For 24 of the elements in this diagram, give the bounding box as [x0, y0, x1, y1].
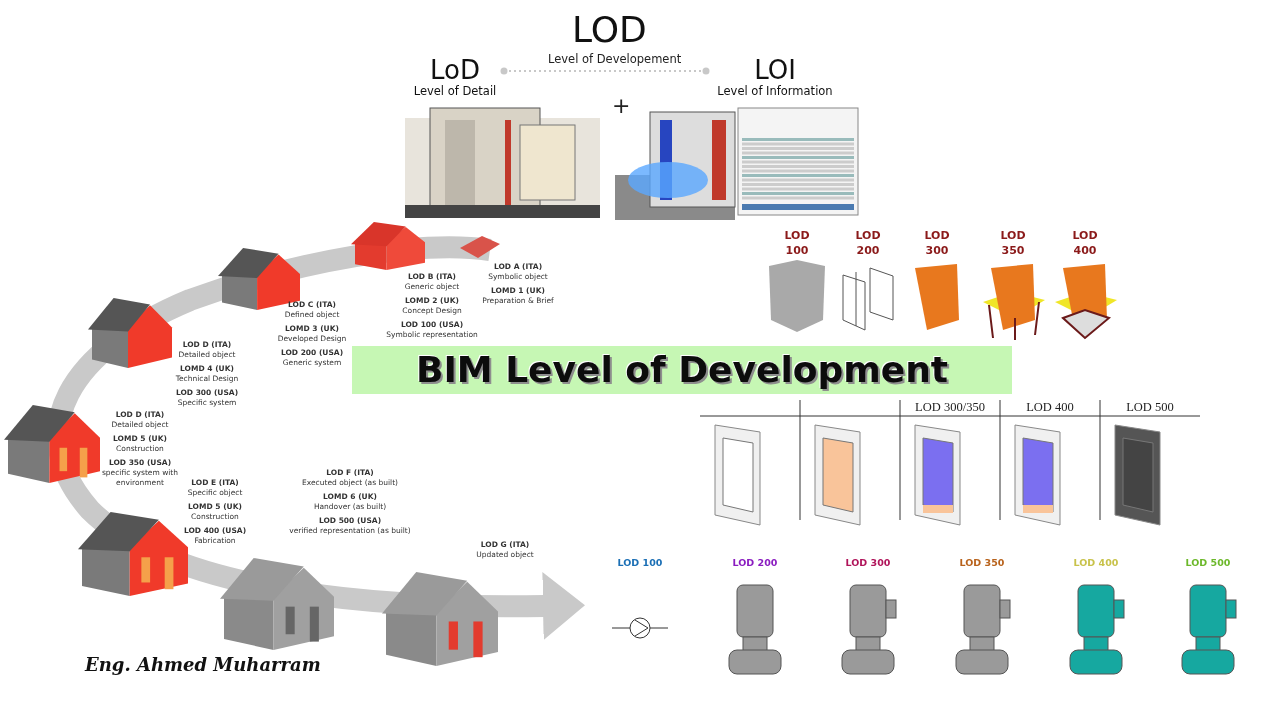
column-header: LOD 500	[1125, 400, 1175, 415]
heading-text: LOD	[572, 10, 647, 50]
term-text: LoD	[429, 56, 481, 84]
plus-sign: +	[612, 94, 631, 118]
lod-label: LOD 350	[958, 557, 1006, 568]
lod-label: LOD 400	[1072, 557, 1120, 568]
lod-label: LOD 500	[1184, 557, 1232, 568]
title-banner: BIM Level of Development	[352, 346, 1012, 394]
lod-label: LOD 300	[923, 228, 951, 258]
term-description: Level of Information	[716, 84, 834, 98]
connector	[500, 67, 710, 75]
lod-label: LOD 300	[844, 557, 892, 568]
column-header: LOD 300/350	[914, 400, 986, 415]
lod-label: LOD 100	[616, 557, 664, 568]
term-description: Level of Detail	[412, 84, 498, 98]
subheading-text: Level of Developement	[548, 52, 682, 66]
lod-label: LOD 400	[1071, 228, 1099, 258]
term-text: LOI	[753, 56, 797, 84]
lod-label: LOD 100	[783, 228, 811, 258]
signature-text: Eng. Ahmed Muharram	[85, 654, 321, 675]
column-header: LOD 400	[1025, 400, 1075, 415]
lod-label: LOD 350	[999, 228, 1027, 258]
lod-label: LOD 200	[854, 228, 882, 258]
lod-label: LOD 200	[731, 557, 779, 568]
